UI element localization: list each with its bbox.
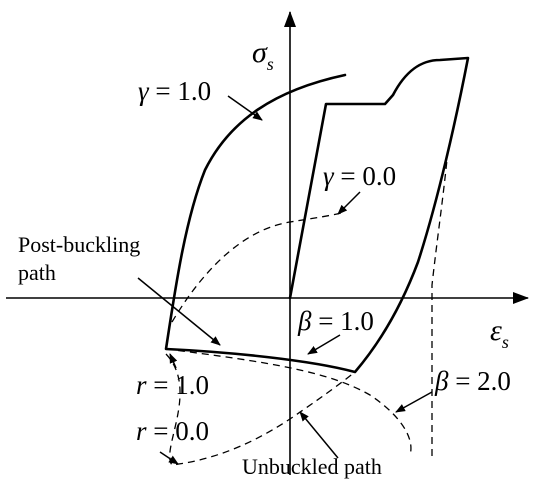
r-0-leader	[159, 451, 179, 465]
beta-1-leader	[307, 334, 341, 355]
beta-2-label: β = 2.0	[434, 366, 511, 396]
post-buckling-leader	[137, 277, 221, 346]
y-axis-label: σs	[252, 36, 274, 74]
gamma-1-label: γ = 1.0	[138, 76, 211, 106]
r-0-label: r = 0.0	[136, 416, 209, 446]
gamma-0-leader	[337, 191, 361, 215]
unbuckled-dashed-curve	[165, 353, 356, 466]
r-1-label: r = 1.0	[136, 370, 209, 400]
gamma-zero-dashed-curve	[171, 211, 346, 323]
x-axis-label: εs	[490, 314, 509, 352]
beta-2-leader	[395, 391, 433, 413]
beta-1-label: β = 1.0	[297, 306, 374, 336]
unbuckled-leader	[299, 411, 339, 459]
post-buckling-label: Post-buckling path	[18, 232, 146, 285]
r-1-leader	[169, 353, 178, 369]
lower-dashed-curve	[165, 348, 412, 456]
hysteresis-loop-curve	[164, 56, 470, 374]
right-dashed-curve	[431, 149, 449, 460]
gamma-1-leader	[227, 95, 263, 121]
gamma-0-label: γ = 0.0	[323, 161, 396, 191]
unbuckled-label: Unbuckled path	[242, 454, 382, 479]
